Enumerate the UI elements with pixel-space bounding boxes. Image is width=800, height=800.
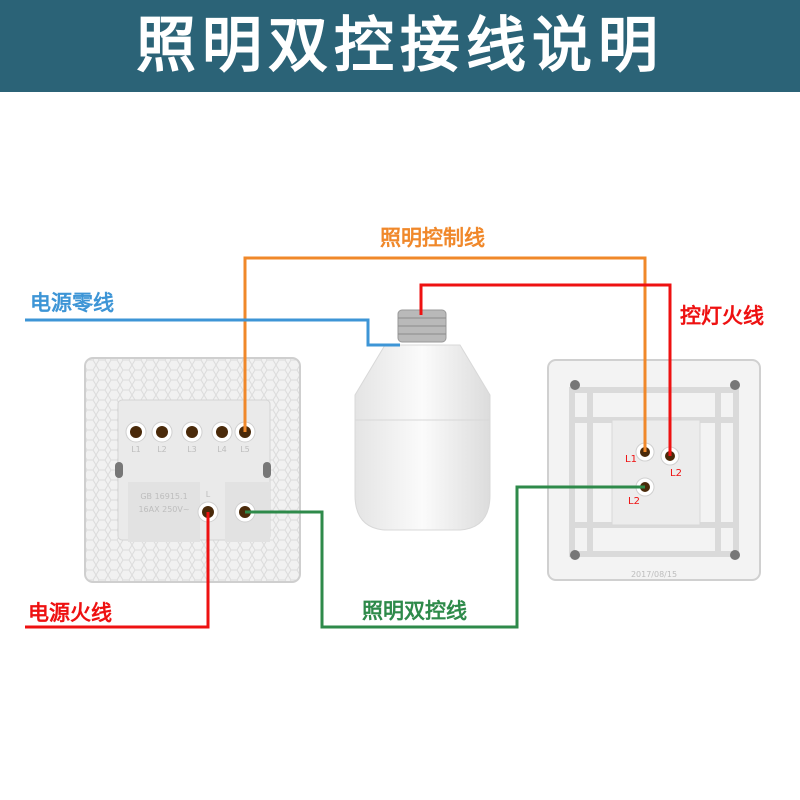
label-lighting-control-wire: 照明控制线 [380,226,485,250]
terminal-label: L4 [217,445,227,454]
left-switch [84,357,301,583]
rating-text: GB 16915.1 [140,492,187,501]
terminal-label: L1 [131,445,141,454]
light-bulb [354,309,491,531]
green-two-way-wire [245,485,645,629]
label-power-neutral-wire: 电源零线 [30,291,114,315]
terminal-label: L3 [187,445,197,454]
label-power-live-wire: 电源火线 [28,601,112,625]
terminal-label: L [206,490,211,499]
blue-neutral-wire [25,318,400,347]
terminal-label: L2 [157,445,167,454]
label-lighting-two-way-wire: 照明双控线 [362,599,467,623]
right-switch [547,359,761,581]
page-title: 照明双控接线说明 [136,11,664,81]
orange-wire [243,256,647,452]
terminal-label: L1 [625,454,637,465]
terminal-label: L2 [670,468,682,479]
header-banner: 照明双控接线说明 [0,0,800,92]
date-stamp: 2017/08/15 [631,570,677,579]
red-power-wire [25,512,210,629]
rating-text: 16AX 250V~ [138,505,189,514]
red-lamp-wire [419,283,672,456]
label-lamp-live-wire: 控灯火线 [680,304,764,328]
terminal-label: L2 [628,496,640,507]
terminal-label: L5 [240,445,250,454]
